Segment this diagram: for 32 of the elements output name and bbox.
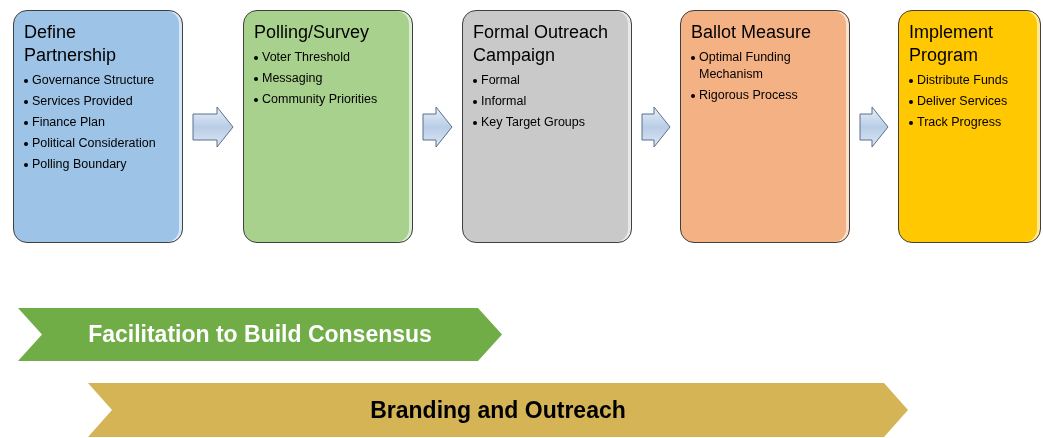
bullet-item: Optimal Funding Mechanism (699, 49, 792, 83)
bullet-item: Key Target Groups (481, 114, 585, 131)
block-arrow (192, 106, 234, 148)
bullet-item: Services Provided (32, 93, 133, 110)
stage-card (243, 10, 413, 243)
block-arrow (641, 106, 671, 148)
bullet-item: Polling Boundary (32, 156, 127, 173)
stage-card (898, 10, 1041, 243)
bullet-item: Community Priorities (262, 91, 378, 108)
block-arrow (859, 106, 889, 148)
band-label: Facilitation to Build Consensus (88, 320, 432, 350)
stage-card (680, 10, 850, 243)
band-label: Branding and Outreach (370, 395, 626, 425)
bullet-item: Rigorous Process (699, 87, 798, 104)
block-arrow (422, 106, 453, 148)
bullet-item: Messaging (262, 70, 323, 87)
bullet-item: Informal (481, 93, 527, 110)
bullet-item: Distribute Funds (917, 72, 1008, 89)
bullet-item: Deliver Services (917, 93, 1008, 110)
bullet-item: Voter Threshold (262, 49, 351, 66)
stage-title: Define Partnership (24, 21, 118, 67)
bullet-item: Political Consideration (32, 135, 156, 152)
stage-title: Implement Program (909, 21, 995, 67)
stage-card (462, 10, 632, 243)
stage-title: Formal Outreach Campaign (473, 21, 610, 67)
stage-title: Ballot Measure (691, 21, 813, 44)
bullet-item: Governance Structure (32, 72, 155, 89)
bullet-item: Track Progress (917, 114, 1002, 131)
stage-title: Polling/Survey (254, 21, 371, 44)
bullet-item: Formal (481, 72, 520, 89)
bullet-item: Finance Plan (32, 114, 105, 131)
stage-card (13, 10, 183, 243)
